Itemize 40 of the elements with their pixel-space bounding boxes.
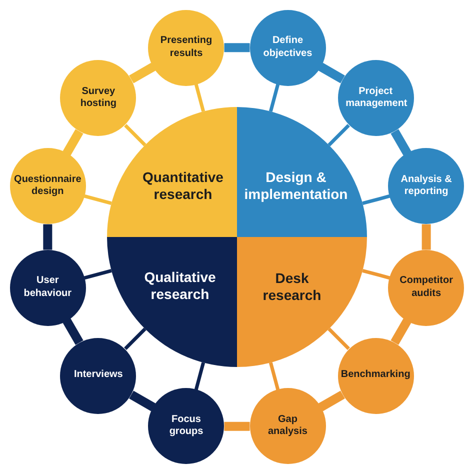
ring-connector (318, 390, 345, 412)
topic-label: Presenting results (160, 35, 212, 59)
segment-label: Quantitative research (142, 169, 224, 202)
topic-label: User behaviour (24, 275, 72, 299)
topic-label: Define objectives (263, 35, 312, 59)
ring-connector (129, 390, 156, 412)
topic-label: Interviews (74, 369, 123, 380)
segment-label: Design & implementation (244, 169, 348, 202)
topic-label: Focus groups (169, 414, 204, 438)
spoke-line (124, 328, 146, 350)
topic-label: Gap analysis (268, 414, 308, 438)
ring-connector (62, 129, 84, 156)
ring-connector (43, 224, 52, 250)
topic-label: Survey hosting (80, 86, 116, 110)
ring-connector (318, 62, 345, 84)
spoke-line (84, 268, 112, 280)
ring-connector (224, 43, 250, 52)
topic-label: Competitor audits (400, 275, 453, 299)
ring-connector (390, 129, 412, 156)
segment-label: Desk research (262, 270, 322, 303)
ring-connector (129, 62, 156, 84)
spoke-line (362, 194, 390, 206)
topic-label: Questionnaire design (14, 174, 82, 198)
ring-connector (62, 318, 84, 345)
spoke-line (328, 328, 350, 350)
topic-label: Analysis & reporting (400, 174, 452, 198)
spoke-line (362, 268, 390, 280)
spoke-line (328, 124, 350, 146)
spoke-line (194, 84, 206, 112)
topic-label: Benchmarking (340, 369, 410, 380)
spoke-line (268, 362, 280, 390)
topic-label: Project management (346, 86, 408, 110)
spoke-line (124, 124, 146, 146)
spoke-line (84, 194, 112, 206)
ring-connector (390, 318, 412, 345)
ring-connector (224, 422, 250, 431)
spoke-line (194, 362, 206, 390)
spoke-line (268, 84, 280, 112)
ring-connector (422, 224, 431, 250)
segment-label: Qualitative research (144, 269, 216, 302)
